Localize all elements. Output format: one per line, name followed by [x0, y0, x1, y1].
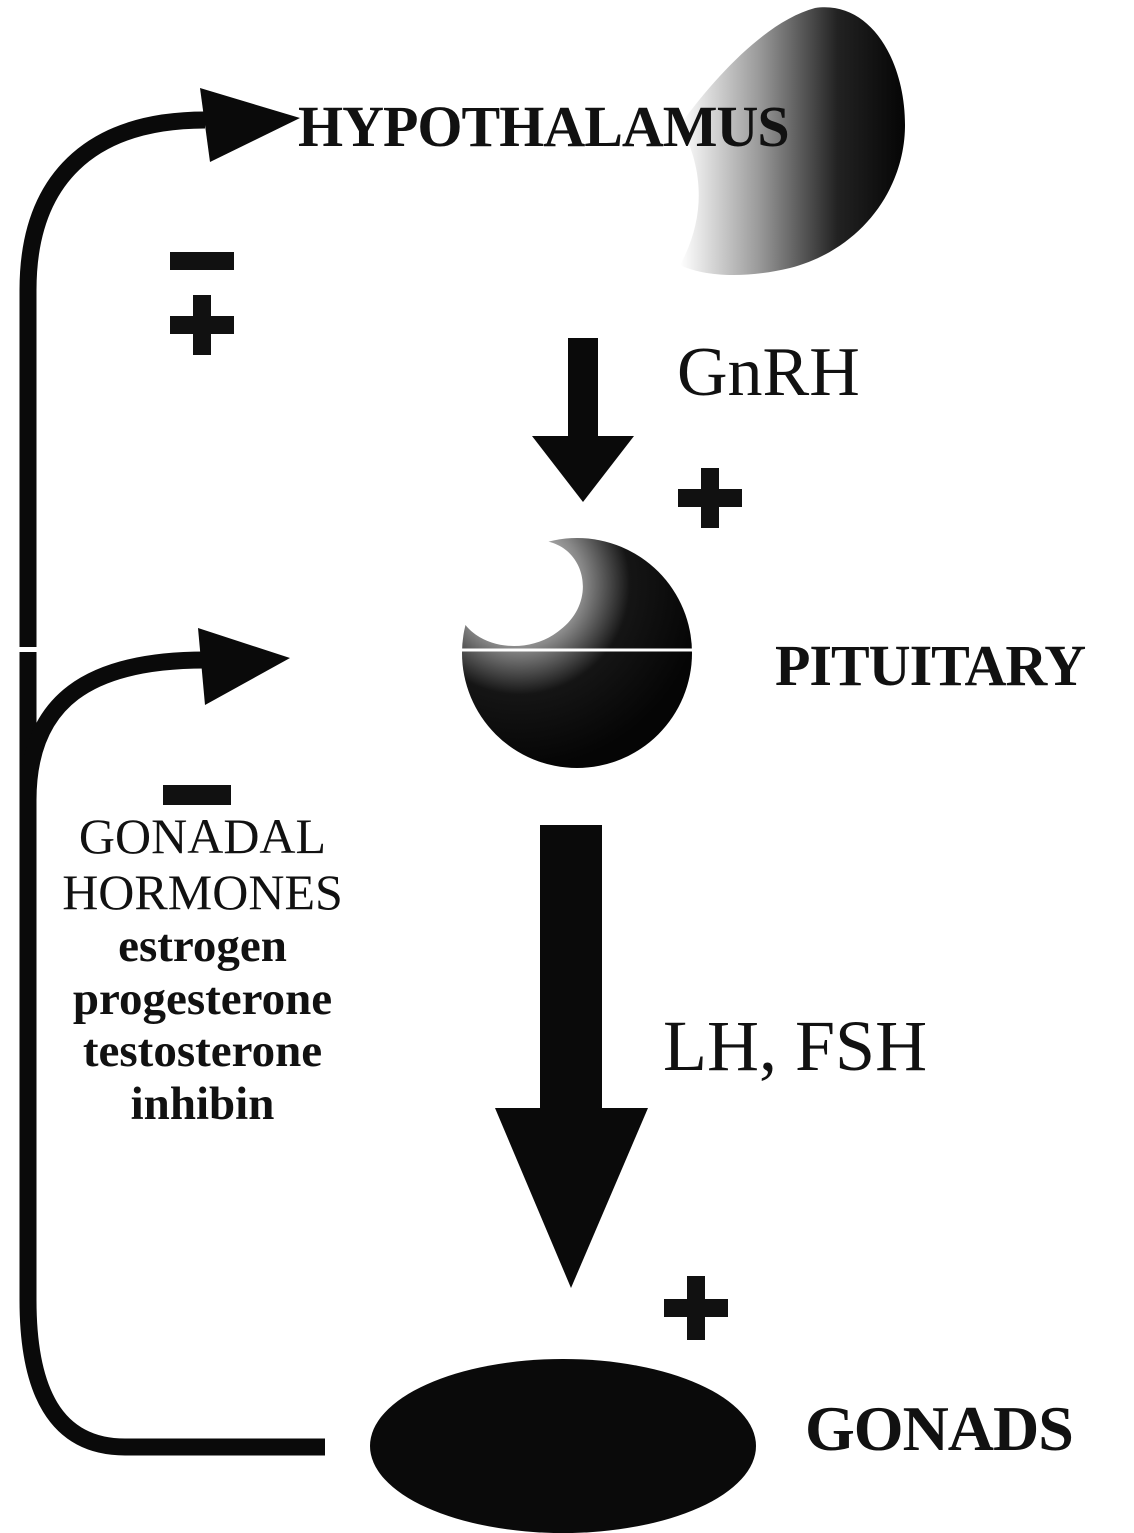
hormone-item: inhibin: [20, 1078, 385, 1131]
gnrh-label: GnRH: [677, 338, 860, 408]
minus-sign-pituitary: [163, 785, 231, 805]
minus-sign-hypothalamus: [170, 252, 234, 270]
lh-fsh-label: LH, FSH: [663, 1010, 927, 1082]
plus-sign-hypothalamus: [170, 295, 234, 355]
gnrh-arrow: [532, 338, 634, 502]
hormone-item: testosterone: [20, 1025, 385, 1078]
hypothalamus-arrowhead: [200, 88, 300, 162]
gonadal-heading-line1: GONADAL: [20, 808, 385, 864]
gonadal-heading-line2: HORMONES: [20, 864, 385, 920]
pituitary-shape: [462, 538, 692, 768]
plus-sign-lh-fsh: [664, 1276, 728, 1340]
plus-sign-gnrh: [678, 468, 742, 528]
hypothalamus-label: HYPOTHALAMUS: [298, 98, 789, 156]
hormone-item: progesterone: [20, 973, 385, 1026]
gonads-label: GONADS: [805, 1397, 1073, 1461]
gonadal-hormones-list: GONADAL HORMONES estrogen progesterone t…: [20, 808, 385, 1131]
lh-fsh-arrow: [495, 825, 648, 1288]
pituitary-label: PITUITARY: [775, 637, 1085, 695]
hormone-item: estrogen: [20, 920, 385, 973]
pituitary-arrowhead: [198, 628, 290, 705]
gonads-shape: [370, 1359, 756, 1533]
line-break: [15, 647, 45, 652]
